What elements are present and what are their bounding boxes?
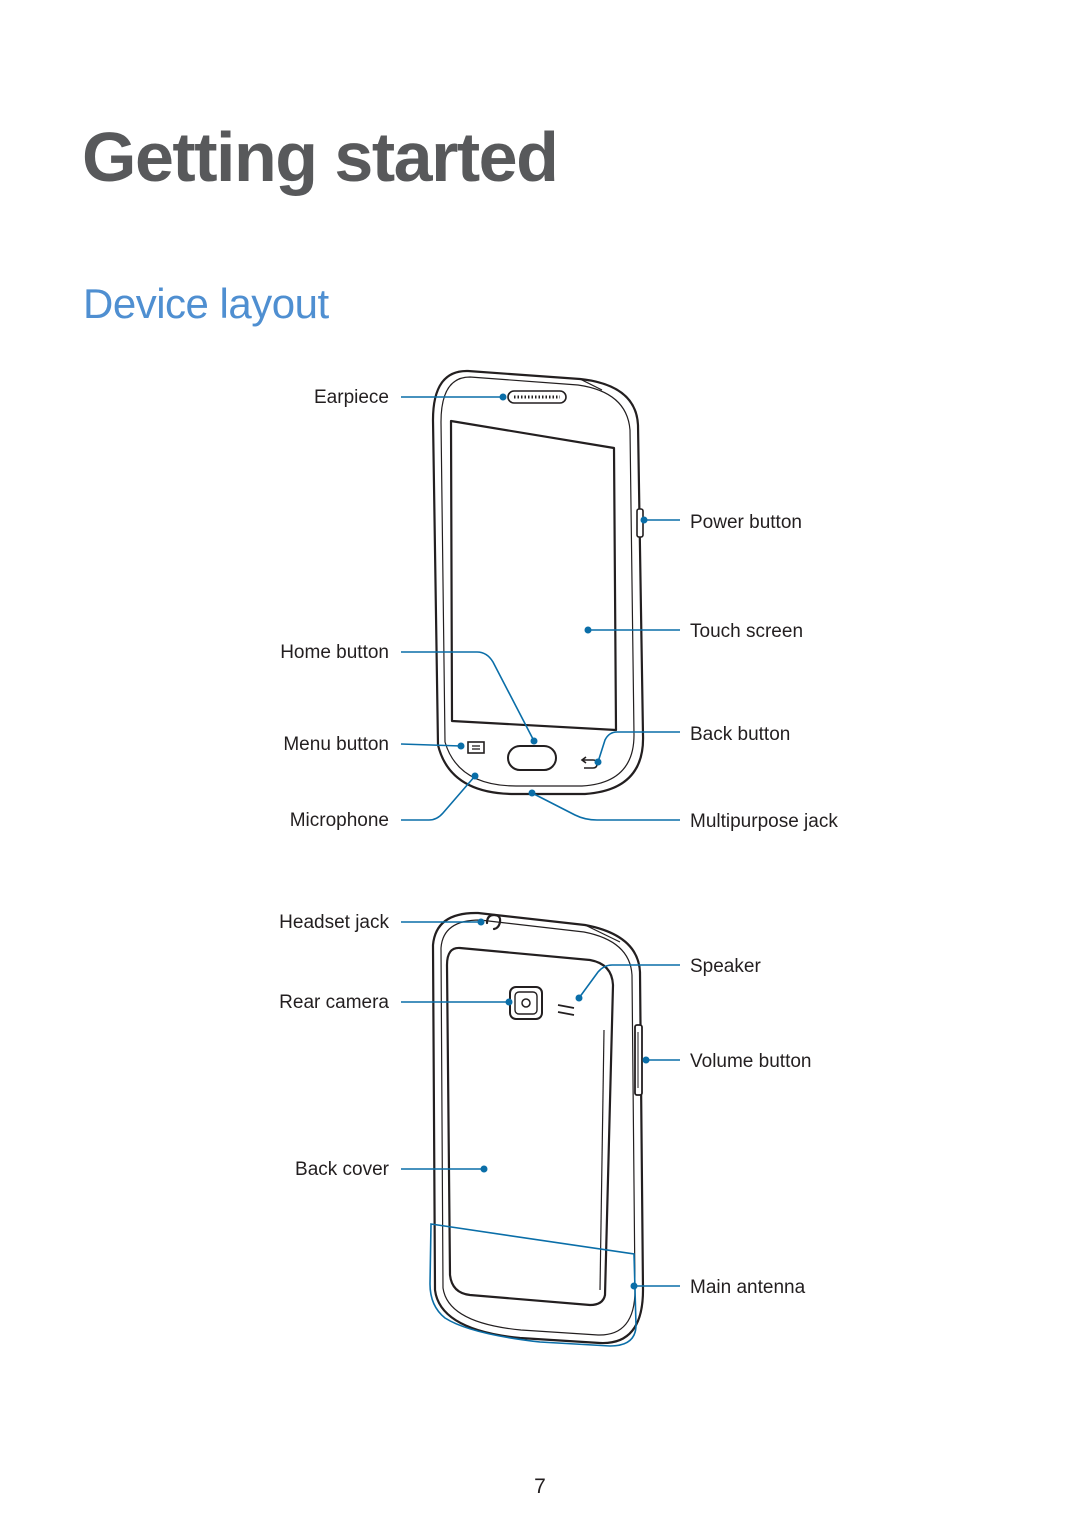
- label-rear-camera: Rear camera: [279, 992, 389, 1013]
- label-headset-jack: Headset jack: [279, 912, 389, 933]
- label-touch-screen: Touch screen: [690, 621, 803, 642]
- label-back-button: Back button: [690, 724, 790, 745]
- rear-leaders: [401, 918, 680, 1347]
- label-menu-button: Menu button: [283, 734, 389, 755]
- label-speaker: Speaker: [690, 956, 761, 977]
- label-back-cover: Back cover: [295, 1159, 390, 1180]
- label-multipurpose-jack: Multipurpose jack: [690, 811, 838, 832]
- page-number: 7: [534, 1475, 546, 1498]
- home-button-key: [507, 745, 557, 771]
- speaker-grille: [557, 1004, 575, 1016]
- menu-key-icon: [467, 741, 485, 754]
- label-main-antenna: Main antenna: [690, 1277, 806, 1298]
- phone-rear: [431, 911, 645, 1345]
- section-title: Device layout: [83, 280, 329, 327]
- front-leaders: [400, 393, 680, 821]
- power-button-key: [636, 508, 644, 538]
- label-home-button: Home button: [280, 642, 389, 663]
- chapter-title: Getting started: [82, 118, 559, 196]
- label-volume-button: Volume button: [690, 1051, 811, 1072]
- phone-front: [431, 369, 645, 796]
- earpiece-grille: [507, 390, 567, 404]
- label-microphone: Microphone: [290, 810, 389, 831]
- label-power-button: Power button: [690, 512, 802, 533]
- label-earpiece: Earpiece: [314, 387, 389, 408]
